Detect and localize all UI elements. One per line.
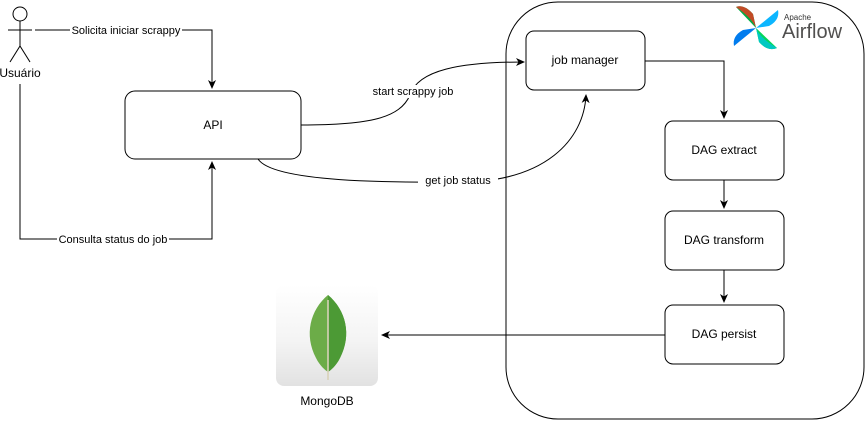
edge-request-start-label: Solicita iniciar scrappy xyxy=(72,25,181,37)
job-manager-node[interactable]: job manager xyxy=(525,30,646,91)
api-node-label: API xyxy=(203,118,222,132)
edge-get-status-label: get job status xyxy=(425,175,491,187)
edge-start-job-label: start scrappy job xyxy=(373,86,454,98)
edge-get-status: get job status xyxy=(257,94,590,187)
airflow-brand-small: Apache xyxy=(784,13,812,22)
edge-start-job: start scrappy job xyxy=(300,58,525,126)
user-actor-head xyxy=(12,6,28,22)
dag-transform-node-label: DAG transform xyxy=(684,233,764,247)
airflow-brand-large: Airflow xyxy=(782,21,843,43)
mongodb-node[interactable] xyxy=(276,285,378,386)
dag-extract-node[interactable]: DAG extract xyxy=(664,120,785,181)
user-actor[interactable] xyxy=(8,6,32,63)
edge-check-status: Consulta status do job xyxy=(19,84,216,246)
airflow-logo: Apache Airflow xyxy=(733,6,843,50)
edge-request-start: Solicita iniciar scrappy xyxy=(35,24,216,89)
dag-transform-node[interactable]: DAG transform xyxy=(664,210,785,271)
api-node[interactable]: API xyxy=(124,90,302,160)
dag-extract-node-label: DAG extract xyxy=(691,143,757,157)
mongodb-label: MongoDB xyxy=(300,394,353,408)
user-actor-label: Usuário xyxy=(0,66,41,80)
edge-check-status-label: Consulta status do job xyxy=(59,234,168,246)
mongodb-leaf-icon xyxy=(309,295,347,380)
dag-persist-node-label: DAG persist xyxy=(692,327,757,341)
airflow-pinwheel-icon xyxy=(733,6,779,50)
edge-manager-to-extract xyxy=(645,60,728,119)
job-manager-node-label: job manager xyxy=(551,53,619,67)
dag-persist-node[interactable]: DAG persist xyxy=(664,304,785,365)
